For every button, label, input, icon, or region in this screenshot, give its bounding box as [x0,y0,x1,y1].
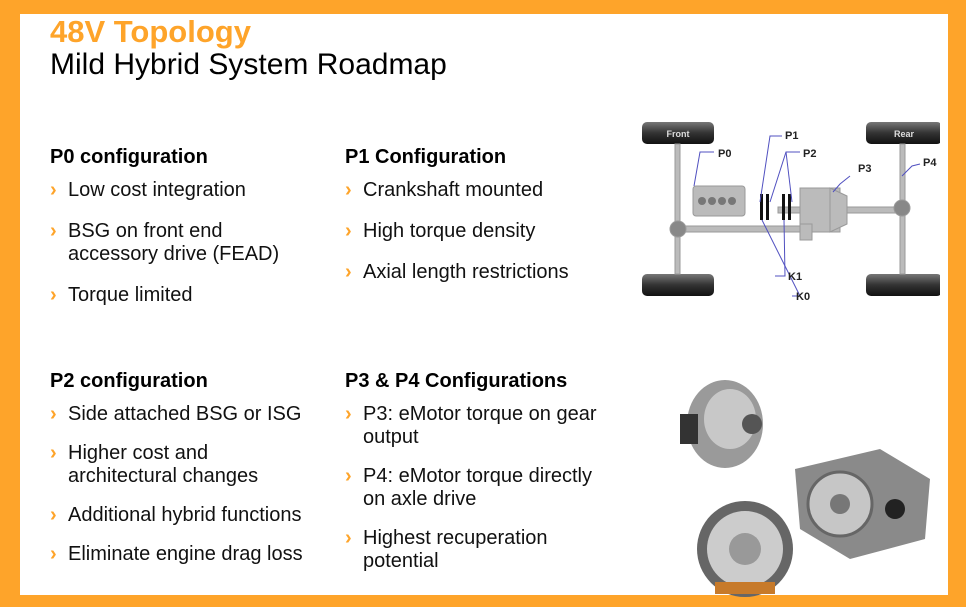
bullet-item: ›Higher cost and architectural changes [50,442,259,487]
chevron-icon: › [50,543,57,565]
section-heading: P2 configuration [50,370,208,392]
section-p2: P2 configuration ›Side attached BSG or I… [50,370,340,582]
label-p2: P2 [803,148,816,160]
slide: 48V Topology Mild Hybrid System Roadmap … [20,14,948,597]
chevron-icon: › [50,179,57,201]
label-k1: K1 [788,271,802,283]
chevron-icon: › [345,403,352,425]
label-p4: P4 [923,157,937,169]
chevron-icon: › [345,465,352,487]
label-k0: K0 [796,291,810,303]
label-p3: P3 [858,163,871,175]
bullet-item: ›BSG on front end accessory drive (FEAD) [50,220,280,265]
front-wheel [642,274,714,296]
bullet-item: ›Torque limited [50,284,193,306]
chevron-icon: › [345,261,352,283]
bullet-item: ›Eliminate engine drag loss [50,543,303,565]
p4-disc-motor-photo [697,501,793,597]
label-p0: P0 [718,148,731,160]
bsg-photo [680,380,763,468]
emotor-product-photos [680,380,930,597]
rear-wheel [866,122,940,144]
section-p1: P1 Configuration ›Crankshaft mounted ›Hi… [345,146,635,302]
bullet-item: ›P4: eMotor torque directly on axle driv… [345,465,592,510]
bullet-item: ›Crankshaft mounted [345,179,544,201]
slide-subtitle: Mild Hybrid System Roadmap [50,48,447,81]
p3-module-photo [795,449,930,559]
chevron-icon: › [50,504,57,526]
rear-label: Rear [894,129,915,139]
chevron-icon: › [50,442,57,464]
section-heading: P3 & P4 Configurations [345,370,568,392]
label-p1: P1 [785,130,798,142]
chevron-icon: › [50,403,57,425]
section-heading: P0 configuration [50,146,208,168]
bullet-item: ›High torque density [345,220,536,242]
section-p0: P0 configuration ›Low cost integration ›… [50,146,340,325]
slide-title: 48V Topology [50,14,251,49]
bullet-item: ›P3: eMotor torque on gear output [345,403,597,448]
front-label: Front [667,129,690,139]
chevron-icon: › [50,284,57,306]
chevron-icon: › [345,220,352,242]
bullet-item: ›Axial length restrictions [345,261,569,283]
chevron-icon: › [345,527,352,549]
section-heading: P1 Configuration [345,146,507,168]
drivetrain-diagram: Front Rear P0 P1 P2 P3 [642,122,940,303]
rear-wheel [866,274,940,296]
bullet-item: ›Additional hybrid functions [50,504,302,526]
chevron-icon: › [345,179,352,201]
chevron-icon: › [50,220,57,242]
bullet-item: ›Highest recuperation potential [345,527,548,572]
front-wheel [642,122,714,144]
section-p3-p4: P3 & P4 Configurations ›P3: eMotor torqu… [345,370,625,589]
bullet-item: ›Side attached BSG or ISG [50,403,302,425]
bullet-item: ›Low cost integration [50,179,246,201]
